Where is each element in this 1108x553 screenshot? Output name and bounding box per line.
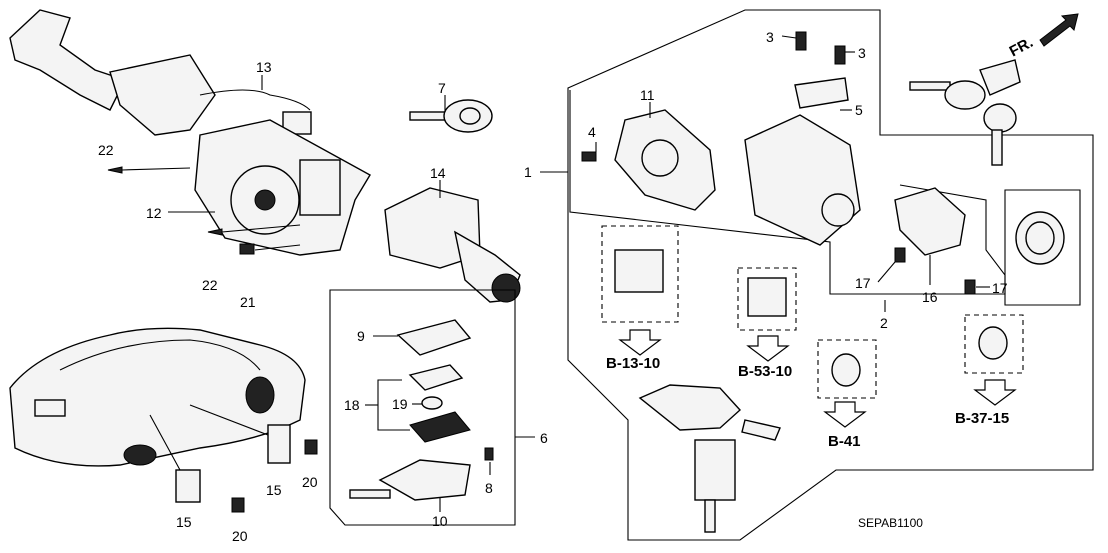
callout-20a: 20 xyxy=(302,474,318,490)
leader-17a xyxy=(877,261,896,283)
callout-21: 21 xyxy=(240,294,256,310)
ref-arrow-b13 xyxy=(618,329,662,356)
leader-rear xyxy=(149,414,181,471)
callout-14: 14 xyxy=(430,165,446,181)
rubber-pad xyxy=(408,364,464,391)
leader-door xyxy=(189,404,269,436)
ref-b41: B-41 xyxy=(828,433,861,450)
callout-11: 11 xyxy=(640,87,655,103)
ignition-switch xyxy=(384,187,521,303)
ref-box-b37 xyxy=(964,314,1024,374)
screw-17b xyxy=(964,279,976,295)
front-direction-arrow: FR. xyxy=(1007,13,1079,60)
callout-20b: 20 xyxy=(232,528,248,544)
ref-b37: B-37-15 xyxy=(955,410,1009,427)
ref-arrow-b37 xyxy=(973,379,1017,406)
callout-3a: 3 xyxy=(766,29,774,45)
battery xyxy=(421,396,443,410)
callout-16: 16 xyxy=(922,289,938,305)
transmitter-kit-boundary xyxy=(329,289,516,526)
leader-3a xyxy=(781,35,797,39)
leader-22a xyxy=(121,167,191,171)
callout-1: 1 xyxy=(524,164,532,180)
callout-5: 5 xyxy=(855,102,863,118)
door-cylinder xyxy=(894,187,966,256)
door-lock-front xyxy=(267,424,318,464)
master-keys xyxy=(909,59,1021,166)
callout-10: 10 xyxy=(432,513,448,529)
screw-8 xyxy=(484,447,494,461)
callout-22b: 22 xyxy=(202,277,218,293)
shear-bolt-b xyxy=(834,45,846,65)
keypad-cover xyxy=(396,319,472,356)
front-label: FR. xyxy=(1007,34,1036,60)
callout-18: 18 xyxy=(344,397,360,413)
callout-12: 12 xyxy=(146,205,162,221)
assembly-boundary xyxy=(567,9,1094,541)
leader-22b xyxy=(221,224,301,233)
circuit-board xyxy=(409,411,471,443)
callout-22a: 22 xyxy=(98,142,114,158)
lock-bracket xyxy=(794,77,849,109)
ref-arrow-b53 xyxy=(746,335,790,362)
callout-6: 6 xyxy=(540,430,548,446)
key-blank xyxy=(409,99,493,133)
callout-8: 8 xyxy=(485,480,493,496)
combination-switch-assembly xyxy=(9,9,371,256)
callout-7: 7 xyxy=(438,80,446,96)
vehicle-outline xyxy=(9,327,306,467)
screw-17a xyxy=(894,247,906,263)
cylinder-box xyxy=(1004,189,1081,306)
leader-21 xyxy=(254,244,301,251)
callout-15a: 15 xyxy=(266,482,282,498)
ref-box-b53 xyxy=(737,267,797,331)
callout-15b: 15 xyxy=(176,514,192,530)
key-set xyxy=(638,384,781,533)
shear-bolt-a xyxy=(795,31,807,51)
callout-3b: 3 xyxy=(858,45,866,61)
callout-2: 2 xyxy=(880,315,888,331)
callout-17a: 17 xyxy=(855,275,871,291)
ref-box-b41 xyxy=(817,339,877,399)
callout-13: 13 xyxy=(256,59,272,75)
ref-b13: B-13-10 xyxy=(606,355,660,372)
door-lock-rear xyxy=(175,469,245,513)
callout-4: 4 xyxy=(588,124,596,140)
callout-19: 19 xyxy=(392,396,408,412)
ref-b53: B-53-10 xyxy=(738,363,792,380)
transmitter-case xyxy=(378,459,471,501)
key-blade xyxy=(349,489,391,499)
diagram-code: SEPAB1100 xyxy=(858,516,923,530)
ref-arrow-b41 xyxy=(823,401,867,428)
callout-9: 9 xyxy=(357,328,365,344)
callout-17b: 17 xyxy=(992,280,1008,296)
ref-box-b13 xyxy=(601,225,679,323)
bolt-4 xyxy=(581,151,597,162)
